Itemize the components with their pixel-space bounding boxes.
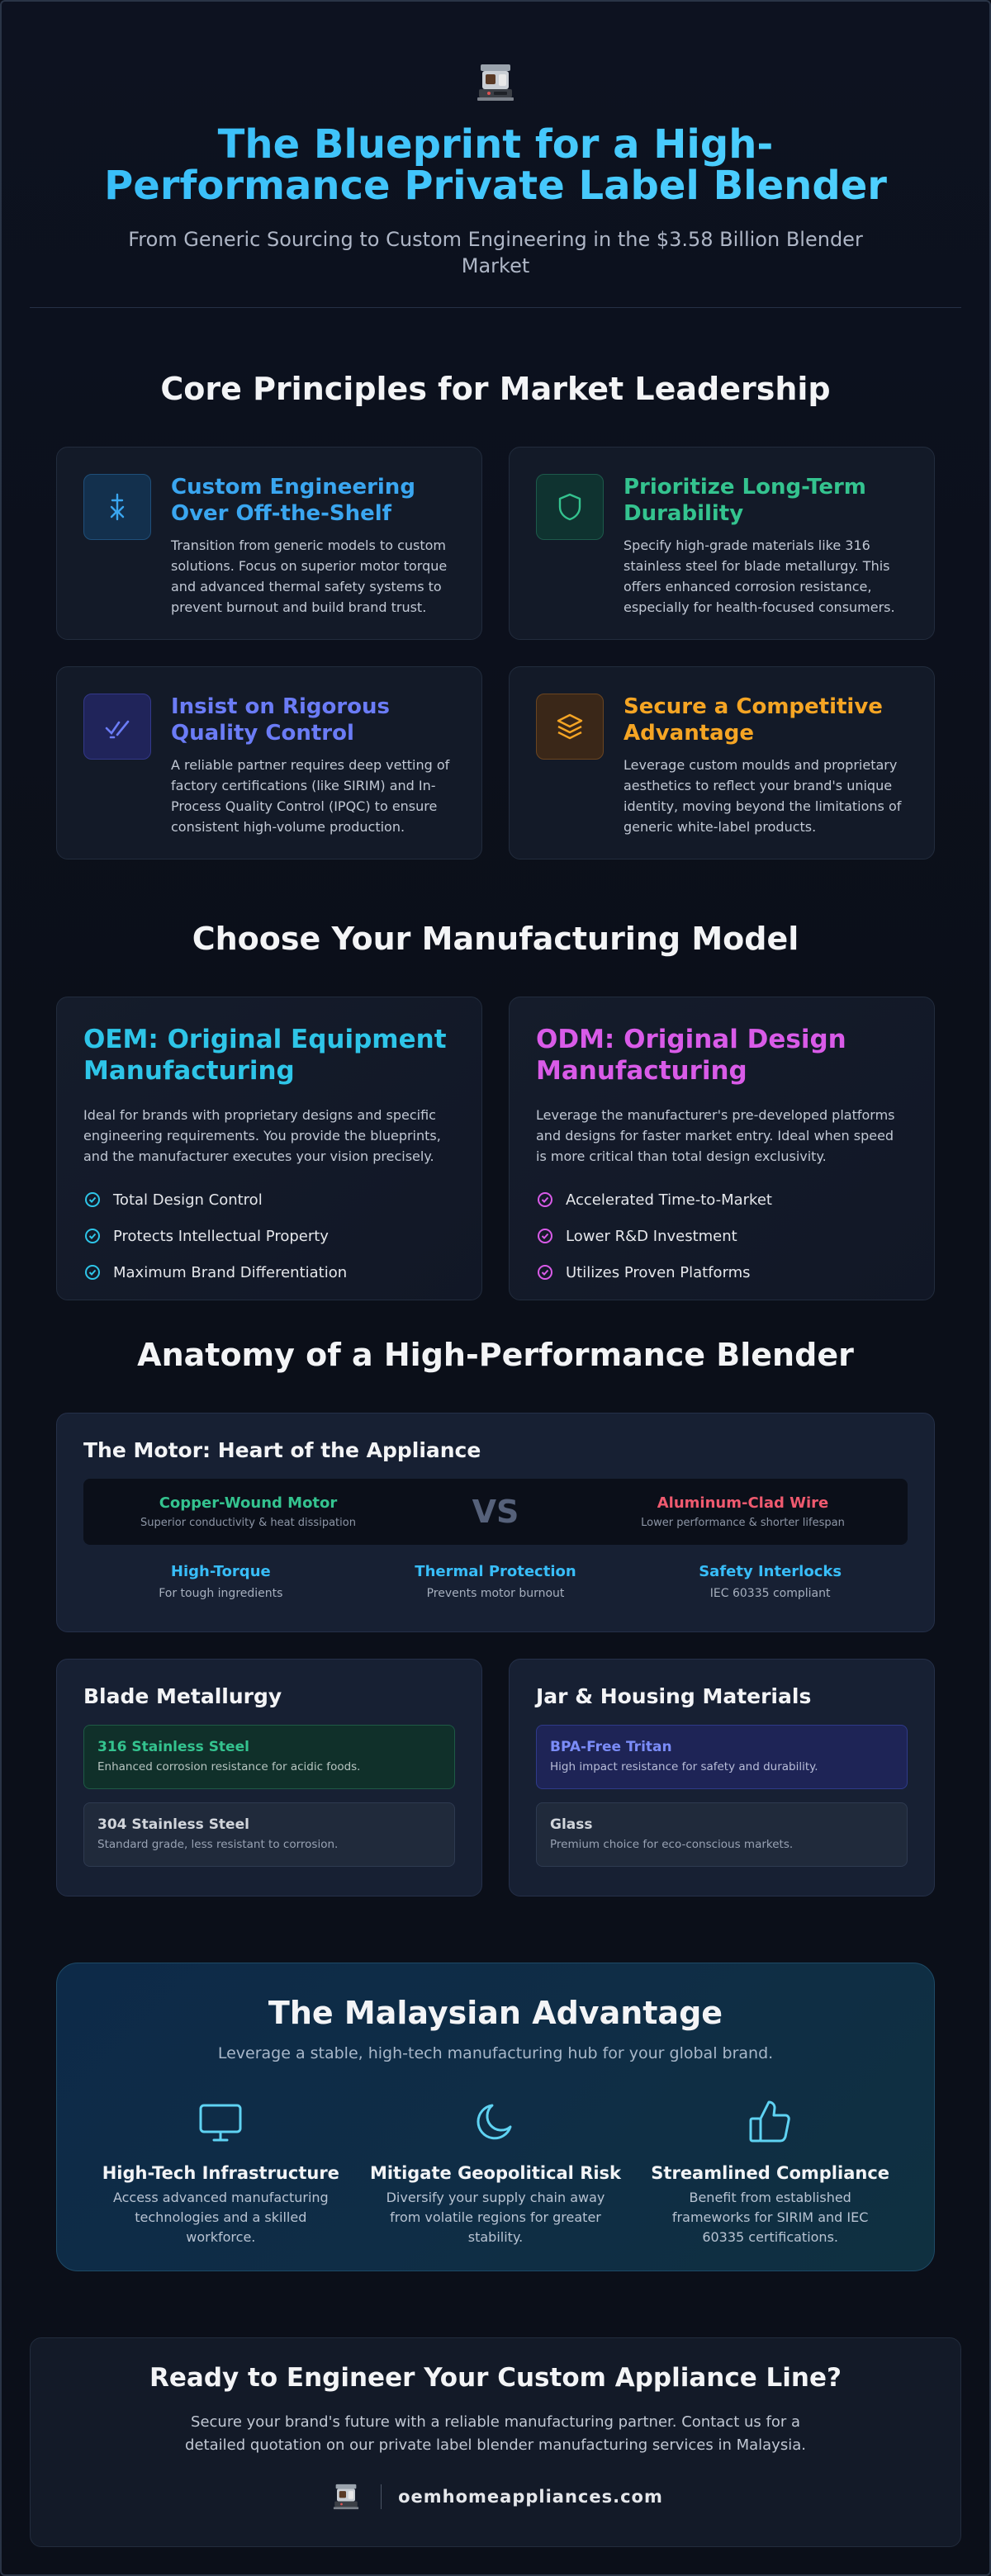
materials-grid: Blade Metallurgy 316 Stainless Steel Enh… <box>56 1659 935 1896</box>
thumbs-up-icon <box>749 2100 790 2143</box>
principles-title: Core Principles for Market Leadership <box>160 371 831 407</box>
advantage-title: The Malaysian Advantage <box>268 1995 723 2031</box>
principle-title: Prioritize Long-Term Durability <box>624 475 866 526</box>
principle-card-engineering: Custom Engineering Over Off-the-Shelf Tr… <box>56 447 482 640</box>
check-circle-icon <box>538 1229 552 1243</box>
page-subtitle: From Generic Sourcing to Custom Engineer… <box>128 228 863 277</box>
advantage-grid: High-Tech Infrastructure Access advanced… <box>57 2095 934 2247</box>
principles-section: Core Principles for Market Leadership Cu… <box>2 371 989 859</box>
list-item: Total Design Control <box>83 1181 455 1218</box>
hero: The Blueprint for a High-Performance Pri… <box>2 2 989 308</box>
check-circle-icon <box>85 1265 100 1280</box>
motor-title: The Motor: Heart of the Appliance <box>83 1438 481 1462</box>
principle-title: Secure a Competitive Advantage <box>624 694 883 746</box>
vs-label: VS <box>472 1494 519 1530</box>
motor-left-text: Superior conductivity & heat dissipation <box>140 1517 356 1529</box>
motor-comparison: Copper-Wound Motor Superior conductivity… <box>83 1479 908 1545</box>
feature-item: High-Torque For tough ingredients <box>159 1563 283 1600</box>
list-item: Accelerated Time-to-Market <box>536 1181 908 1218</box>
blade-card: Blade Metallurgy 316 Stainless Steel Enh… <box>56 1659 482 1896</box>
motor-right-text: Lower performance & shorter lifespan <box>641 1517 845 1529</box>
check-circle-icon <box>85 1192 100 1207</box>
odm-list: Accelerated Time-to-Market Lower R&D Inv… <box>536 1181 908 1290</box>
divider <box>30 307 961 308</box>
list-item: Lower R&D Investment <box>536 1218 908 1254</box>
motor-features: High-Torque For tough ingredients Therma… <box>83 1563 908 1600</box>
check-pen-icon <box>83 694 151 760</box>
advantage-panel: The Malaysian Advantage Leverage a stabl… <box>56 1963 935 2271</box>
oem-text: Ideal for brands with proprietary design… <box>83 1107 441 1164</box>
cta-text: Secure your brand's future with a reliab… <box>185 2413 806 2454</box>
principle-card-advantage: Secure a Competitive Advantage Leverage … <box>509 666 935 859</box>
advantage-section: The Malaysian Advantage Leverage a stabl… <box>2 1963 989 2271</box>
shield-icon <box>536 474 604 540</box>
appliance-logo-icon <box>469 56 522 109</box>
cta-footer: oemhomeappliances.com <box>31 2479 960 2515</box>
cta-panel: Ready to Engineer Your Custom Appliance … <box>30 2337 961 2547</box>
list-item: Utilizes Proven Platforms <box>536 1254 908 1290</box>
oem-list: Total Design Control Protects Intellectu… <box>83 1181 455 1290</box>
motor-right-title: Aluminum-Clad Wire <box>657 1494 829 1512</box>
models-section: Choose Your Manufacturing Model OEM: Ori… <box>2 921 989 1300</box>
principle-card-durability: Prioritize Long-Term Durability Specify … <box>509 447 935 640</box>
principle-text: Transition from generic models to custom… <box>171 537 448 615</box>
engineering-icon <box>83 474 151 540</box>
appliance-logo-icon <box>334 2484 359 2510</box>
principle-text: Leverage custom moulds and proprietary a… <box>624 757 902 835</box>
principles-grid: Custom Engineering Over Off-the-Shelf Tr… <box>56 447 935 859</box>
blade-option-304: 304 Stainless Steel Standard grade, less… <box>83 1802 455 1867</box>
advantage-item: High-Tech Infrastructure Access advanced… <box>83 2095 358 2247</box>
separator <box>381 2484 382 2509</box>
odm-text: Leverage the manufacturer's pre-develope… <box>536 1107 895 1164</box>
anatomy-section: Anatomy of a High-Performance Blender Th… <box>2 1337 989 1896</box>
oem-card: OEM: Original Equipment Manufacturing Id… <box>56 997 482 1300</box>
blade-title: Blade Metallurgy <box>83 1684 282 1708</box>
principle-text: A reliable partner requires deep vetting… <box>171 757 450 835</box>
odm-title: ODM: Original Design Manufacturing <box>536 1025 846 1086</box>
advantage-item: Mitigate Geopolitical Risk Diversify you… <box>358 2095 633 2247</box>
list-item: Protects Intellectual Property <box>83 1218 455 1254</box>
cta-title: Ready to Engineer Your Custom Appliance … <box>149 2363 842 2393</box>
jar-option-tritan: BPA-Free Tritan High impact resistance f… <box>536 1725 908 1789</box>
monitor-icon <box>199 2104 242 2142</box>
odm-card: ODM: Original Design Manufacturing Lever… <box>509 997 935 1300</box>
check-circle-icon <box>85 1229 100 1243</box>
jar-card: Jar & Housing Materials BPA-Free Tritan … <box>509 1659 935 1896</box>
principle-text: Specify high-grade materials like 316 st… <box>624 537 895 615</box>
feature-item: Thermal Protection Prevents motor burnou… <box>415 1563 576 1600</box>
blade-option-316: 316 Stainless Steel Enhanced corrosion r… <box>83 1725 455 1789</box>
jar-title: Jar & Housing Materials <box>536 1684 812 1708</box>
oem-title: OEM: Original Equipment Manufacturing <box>83 1025 447 1086</box>
models-title: Choose Your Manufacturing Model <box>192 921 799 957</box>
motor-left-title: Copper-Wound Motor <box>159 1494 338 1512</box>
cta-section: Ready to Engineer Your Custom Appliance … <box>2 2337 989 2547</box>
jar-option-glass: Glass Premium choice for eco-conscious m… <box>536 1802 908 1867</box>
models-grid: OEM: Original Equipment Manufacturing Id… <box>56 997 935 1300</box>
page-title: The Blueprint for a High-Performance Pri… <box>83 124 908 206</box>
check-circle-icon <box>538 1192 552 1207</box>
website-link[interactable]: oemhomeappliances.com <box>398 2487 663 2507</box>
anatomy-title: Anatomy of a High-Performance Blender <box>137 1337 854 1373</box>
layers-icon <box>536 694 604 760</box>
principle-title: Insist on Rigorous Quality Control <box>171 694 391 746</box>
feature-item: Safety Interlocks IEC 60335 compliant <box>699 1563 842 1600</box>
list-item: Maximum Brand Differentiation <box>83 1254 455 1290</box>
advantage-item: Streamlined Compliance Benefit from esta… <box>633 2095 908 2247</box>
advantage-subtitle: Leverage a stable, high-tech manufacturi… <box>217 2044 774 2062</box>
moon-icon <box>477 2104 512 2140</box>
principle-title: Custom Engineering Over Off-the-Shelf <box>171 475 415 526</box>
motor-card: The Motor: Heart of the Appliance Copper… <box>56 1413 935 1632</box>
principle-card-quality: Insist on Rigorous Quality Control A rel… <box>56 666 482 859</box>
check-circle-icon <box>538 1265 552 1280</box>
